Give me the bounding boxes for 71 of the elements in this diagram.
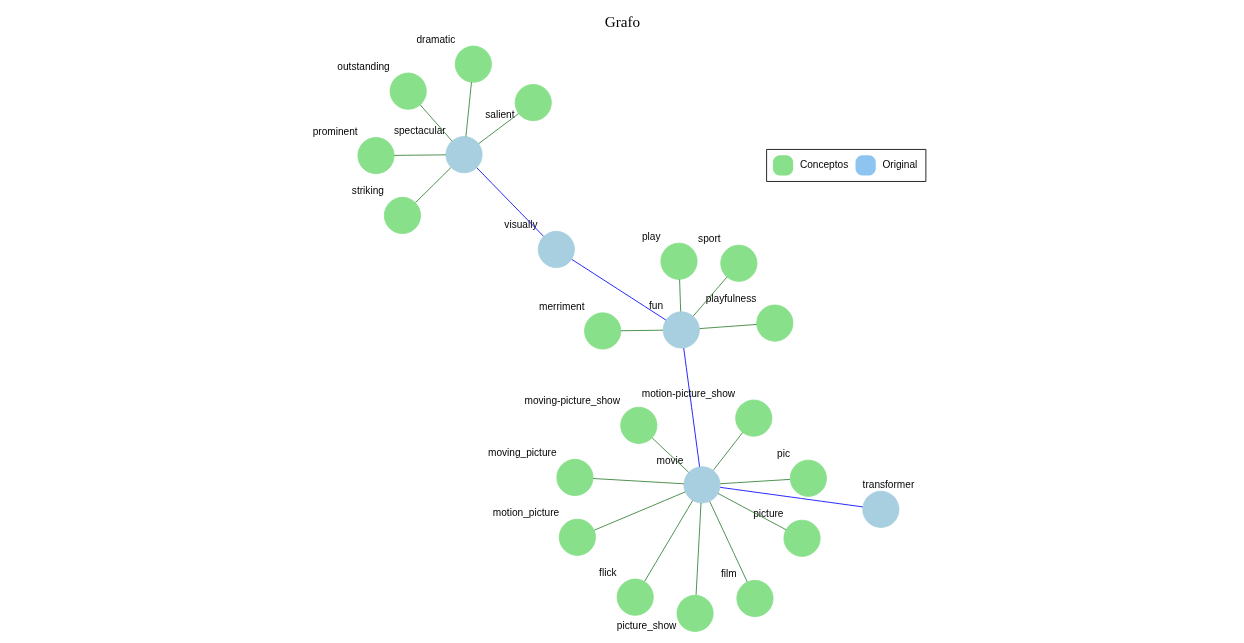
node-circle xyxy=(783,519,821,557)
node-circle xyxy=(755,304,793,342)
node-label: picture_show xyxy=(616,619,676,631)
connector xyxy=(475,167,544,237)
node-label: film xyxy=(720,568,737,580)
node-circle xyxy=(514,84,552,122)
node-circle xyxy=(719,244,757,282)
node-label: moving_picture xyxy=(487,447,557,459)
node-circle xyxy=(676,594,714,632)
node-circle xyxy=(454,45,492,83)
node-label: salient xyxy=(484,108,515,120)
connector xyxy=(719,486,863,508)
connector xyxy=(708,500,748,583)
legend-label: Conceptos xyxy=(799,159,848,171)
connector xyxy=(414,167,451,203)
connector xyxy=(698,324,757,330)
node-circle xyxy=(789,459,827,497)
connector xyxy=(570,258,666,321)
node-label: outstanding xyxy=(336,61,390,73)
node-label: motion-picture_show xyxy=(641,388,735,400)
connector xyxy=(477,113,519,145)
node-circle xyxy=(445,136,483,174)
node-circle xyxy=(619,406,657,444)
node-label: play xyxy=(641,231,660,243)
node-label: striking xyxy=(351,185,384,197)
node-label: merriment xyxy=(538,301,585,313)
node-circle xyxy=(861,490,899,528)
node-circle xyxy=(682,466,721,504)
node-label: pic xyxy=(776,448,790,460)
connector xyxy=(464,81,472,137)
connector xyxy=(393,154,446,156)
connector xyxy=(643,500,693,582)
node-label: dramatic xyxy=(415,34,455,46)
node-label: visually xyxy=(503,219,538,231)
node-label: motion_picture xyxy=(492,507,559,519)
connector xyxy=(678,279,681,312)
node-label: fun xyxy=(648,299,663,311)
node-circle xyxy=(735,579,773,617)
connector xyxy=(593,491,686,531)
node-circle xyxy=(583,312,621,350)
node-label: transformer xyxy=(862,479,914,491)
node-label: movie xyxy=(655,454,683,466)
connector xyxy=(712,432,743,471)
node-circle xyxy=(734,399,772,437)
node-circle xyxy=(537,230,575,268)
node-circle xyxy=(616,578,654,616)
connector xyxy=(619,329,663,332)
node-circle xyxy=(389,72,427,110)
connector xyxy=(419,104,452,142)
diagram-title: Grafo xyxy=(604,13,640,31)
node-circle xyxy=(558,518,596,556)
legend-label: Original xyxy=(881,159,917,171)
connector xyxy=(717,493,786,531)
connector xyxy=(651,437,689,473)
node-label: picture xyxy=(752,508,784,520)
node-circle xyxy=(356,137,395,175)
connector xyxy=(695,502,701,596)
node-label: playfulness xyxy=(705,293,756,305)
node-circle xyxy=(555,458,593,496)
node-label: flick xyxy=(598,567,617,579)
node-label: moving-picture_show xyxy=(523,395,620,407)
connector xyxy=(682,347,700,468)
node-label: prominent xyxy=(312,125,358,137)
connector xyxy=(719,478,790,485)
node-circle xyxy=(659,242,698,280)
node-label: sport xyxy=(697,233,721,245)
node-circle xyxy=(383,196,421,234)
node-label: spectacular xyxy=(393,124,446,136)
connector xyxy=(692,276,727,317)
connector xyxy=(592,478,684,485)
node-circle xyxy=(662,311,700,349)
